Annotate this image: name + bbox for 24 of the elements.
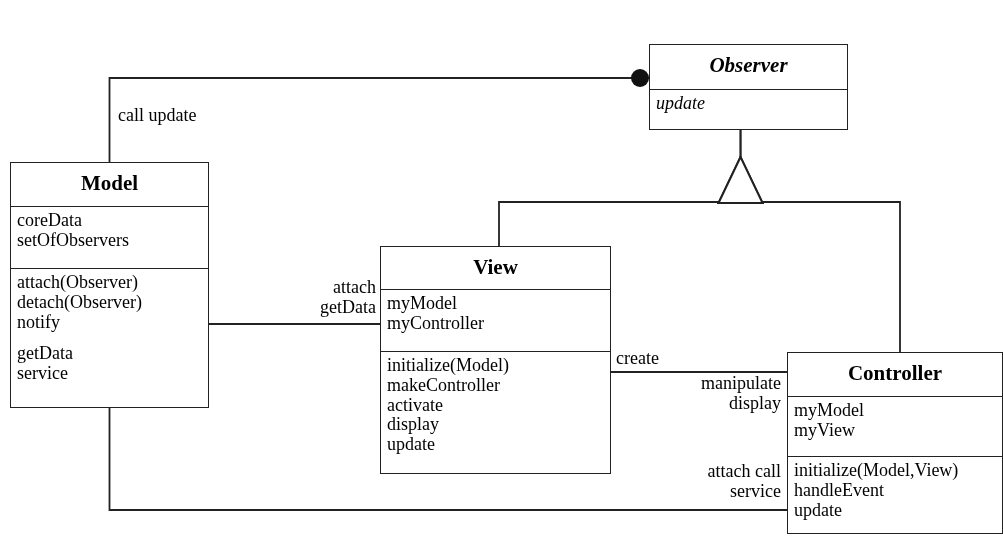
member-list: myModel myView [794,401,980,441]
class-box [380,246,611,474]
association-line [208,323,381,325]
association-line [108,69,650,163]
class-box [787,352,1003,534]
member-list: coreData setOfObservers [17,211,186,251]
association-line [108,407,788,511]
generalization-arrow [717,129,901,353]
class-box [649,44,848,130]
class-name: View [472,255,519,281]
edge-label: manipulate display [701,374,781,414]
association-line [610,371,788,373]
class-name: Observer [708,53,789,79]
class-name: Controller [846,361,944,387]
member-list: attach(Observer) detach(Observer) notify [17,273,186,333]
member-list: initialize(Model,View) handleEvent update [794,461,980,521]
member-list: getData service [17,344,186,384]
edge-label: call update [118,106,197,126]
member-list: myModel myController [387,294,588,334]
edge-label: attach getData [320,278,376,318]
member-list: initialize(Model) makeController activate display update [387,356,588,455]
class-box [10,162,209,408]
class-name: Model [79,171,140,197]
member-list: update [656,94,825,114]
